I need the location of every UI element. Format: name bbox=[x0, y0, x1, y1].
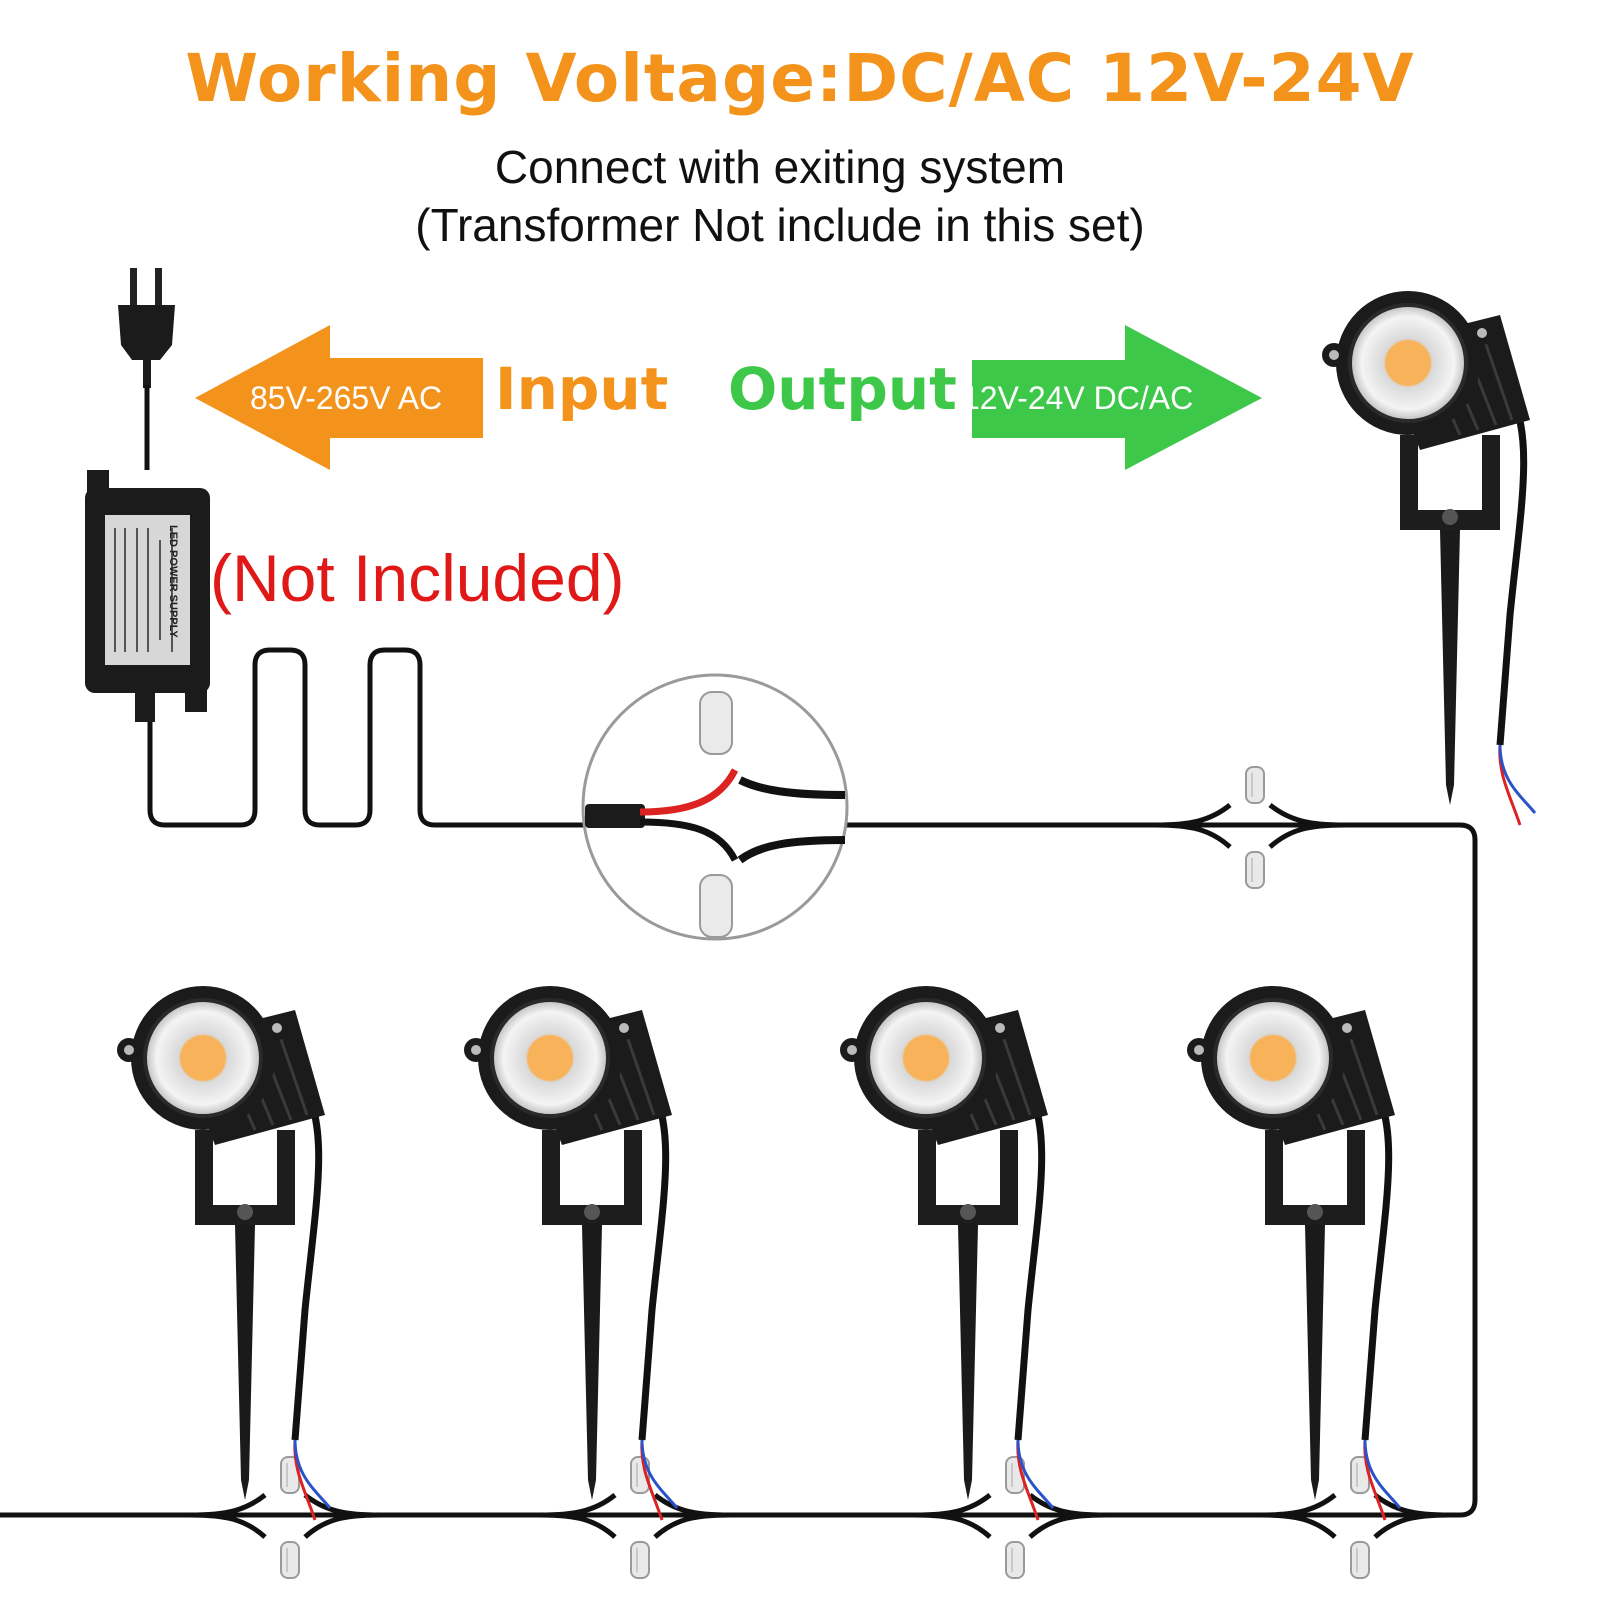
transformer-device-label: LED POWER SUPPLY bbox=[167, 525, 179, 638]
spotlight-4 bbox=[1187, 986, 1400, 1520]
spotlight-3 bbox=[840, 986, 1053, 1520]
output-arrow bbox=[972, 325, 1262, 470]
subtitle-line-2: (Transformer Not include in this set) bbox=[415, 199, 1145, 251]
page-title: Working Voltage:DC/AC 12V-24V bbox=[185, 40, 1415, 117]
output-voltage-label: 12V-24V DC/AC bbox=[962, 380, 1194, 416]
plug-icon bbox=[118, 268, 175, 470]
spotlight-2 bbox=[464, 986, 677, 1520]
not-included-note: (Not Included) bbox=[210, 541, 625, 615]
connector-detail-zoom bbox=[581, 673, 849, 941]
input-arrow bbox=[195, 325, 483, 470]
spotlight-1 bbox=[117, 986, 330, 1520]
spotlight-top bbox=[1322, 291, 1535, 825]
main-cable bbox=[0, 647, 1478, 1518]
output-label: Output bbox=[728, 355, 957, 423]
subtitle-line-1: Connect with exiting system bbox=[494, 141, 1066, 193]
transformer-icon bbox=[85, 470, 210, 722]
input-label: Input bbox=[495, 355, 669, 423]
input-voltage-label: 85V-265V AC bbox=[250, 380, 443, 416]
